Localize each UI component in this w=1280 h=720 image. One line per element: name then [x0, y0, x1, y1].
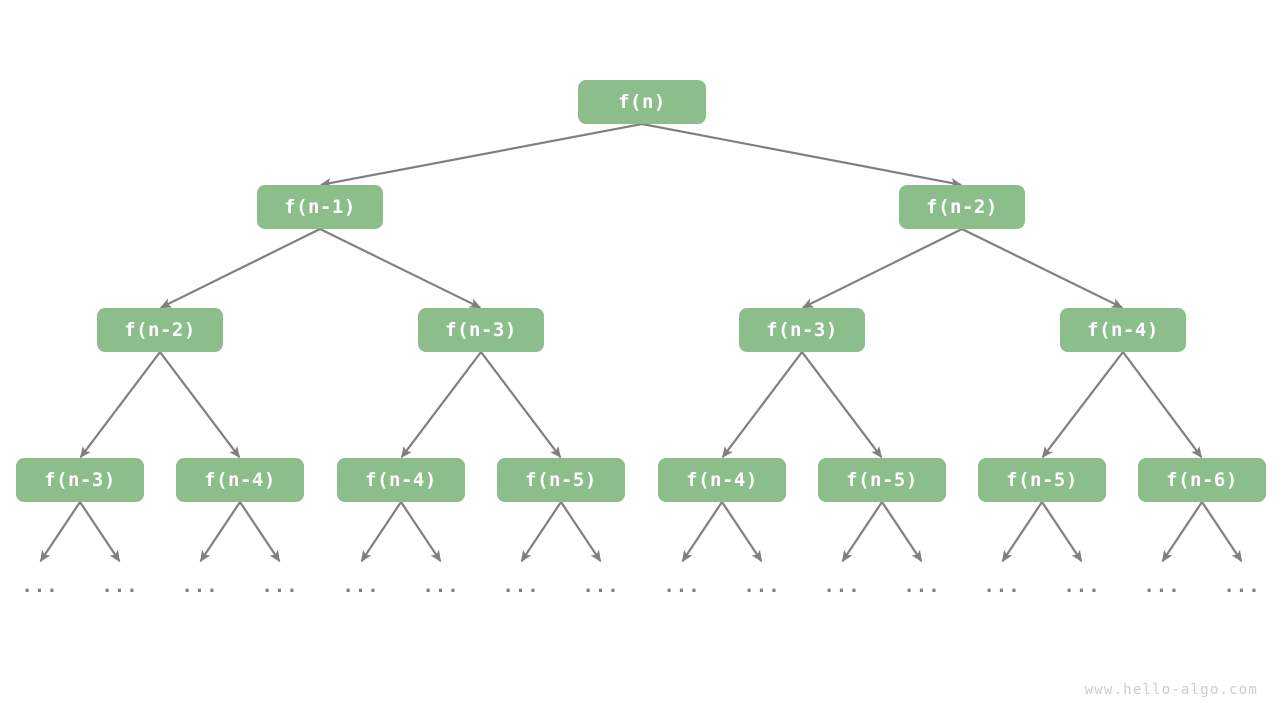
ellipsis-marker: ... — [663, 575, 701, 597]
tree-node-n10: f(n-5) — [497, 458, 625, 502]
ellipsis-marker: ... — [1143, 575, 1181, 597]
tree-node-n8: f(n-4) — [176, 458, 304, 502]
tree-node-n14: f(n-6) — [1138, 458, 1266, 502]
tree-edge — [641, 122, 963, 188]
ellipsis-marker: ... — [1063, 575, 1101, 597]
tree-node-n13: f(n-5) — [978, 458, 1106, 502]
ellipsis-marker: ... — [903, 575, 941, 597]
ellipsis-marker: ... — [1223, 575, 1261, 597]
ellipsis-marker: ... — [582, 575, 620, 597]
tree-edge-leaf — [360, 501, 402, 563]
tree-edge — [159, 351, 241, 459]
tree-edge-leaf — [199, 501, 241, 563]
tree-edge — [480, 351, 562, 459]
tree-edge — [801, 228, 963, 309]
tree-edge — [1041, 351, 1124, 459]
watermark: www.hello-algo.com — [1084, 682, 1258, 698]
tree-edge — [79, 351, 161, 459]
tree-edge-leaf — [1001, 501, 1043, 563]
tree-node-n5: f(n-3) — [739, 308, 865, 352]
tree-edge — [961, 228, 1124, 309]
tree-node-n6: f(n-4) — [1060, 308, 1186, 352]
ellipsis-marker: ... — [422, 575, 460, 597]
tree-edge-leaf — [560, 501, 602, 563]
ellipsis-marker: ... — [101, 575, 139, 597]
tree-edge-leaf — [1161, 501, 1203, 563]
tree-edge-leaf — [520, 501, 562, 563]
tree-node-n0: f(n) — [578, 80, 706, 124]
ellipsis-marker: ... — [342, 575, 380, 597]
tree-edge — [319, 228, 482, 309]
ellipsis-marker: ... — [983, 575, 1021, 597]
tree-edge — [721, 351, 803, 459]
tree-edge-leaf — [721, 501, 763, 563]
tree-node-n9: f(n-4) — [337, 458, 465, 502]
tree-node-n11: f(n-4) — [658, 458, 786, 502]
ellipsis-marker: ... — [21, 575, 59, 597]
tree-edge — [159, 228, 321, 309]
ellipsis-marker: ... — [743, 575, 781, 597]
tree-edge-leaf — [239, 501, 281, 563]
ellipsis-marker: ... — [823, 575, 861, 597]
tree-edge-leaf — [1201, 501, 1243, 563]
tree-node-n12: f(n-5) — [818, 458, 946, 502]
tree-edge — [319, 122, 643, 188]
tree-edge — [1122, 351, 1203, 459]
tree-edge — [801, 351, 883, 459]
tree-edge-leaf — [681, 501, 723, 563]
ellipsis-marker: ... — [261, 575, 299, 597]
tree-edge-leaf — [400, 501, 442, 563]
ellipsis-marker: ... — [181, 575, 219, 597]
tree-node-n7: f(n-3) — [16, 458, 144, 502]
tree-edge-leaf — [1041, 501, 1083, 563]
tree-edge — [400, 351, 482, 459]
tree-edge-leaf — [841, 501, 883, 563]
tree-node-n4: f(n-3) — [418, 308, 544, 352]
tree-node-n1: f(n-1) — [257, 185, 383, 229]
ellipsis-marker: ... — [502, 575, 540, 597]
tree-edge-leaf — [881, 501, 923, 563]
tree-node-n3: f(n-2) — [97, 308, 223, 352]
tree-node-n2: f(n-2) — [899, 185, 1025, 229]
tree-edge-leaf — [79, 501, 121, 563]
tree-edge-leaf — [39, 501, 81, 563]
